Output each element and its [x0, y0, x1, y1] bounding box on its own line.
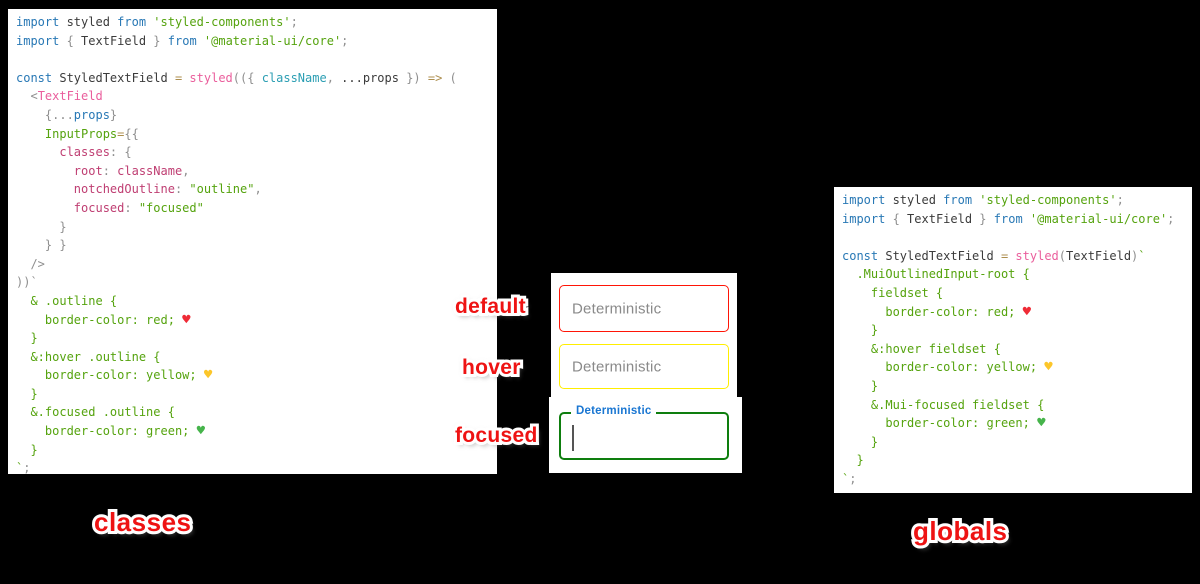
code-line: ))` — [16, 275, 38, 290]
code-line: InputProps={{ — [16, 126, 139, 141]
textfield-default[interactable]: Deterministic — [559, 285, 729, 332]
caption-globals: globals — [913, 516, 1008, 547]
textfield-hover[interactable]: Deterministic — [559, 344, 729, 389]
code-line: border-color: green; ♥ — [842, 415, 1046, 432]
caption-classes: classes — [94, 507, 192, 538]
code-line: } — [842, 378, 879, 393]
code-line: classes: { — [16, 145, 132, 160]
code-line — [16, 50, 497, 69]
code-line: & .outline { — [16, 293, 118, 308]
code-line: import { TextField } from '@material-ui/… — [16, 33, 349, 48]
code-line: const StyledTextField = styled(TextField… — [842, 248, 1146, 263]
code-block-classes: import styled from 'styled-components'; i… — [8, 9, 497, 474]
code-line: } — [842, 453, 864, 468]
code-line — [842, 228, 1192, 247]
code-panel-classes: import styled from 'styled-components'; i… — [8, 9, 497, 474]
code-line: focused: "focused" — [16, 200, 204, 215]
code-block-globals: import styled from 'styled-components'; i… — [834, 187, 1192, 489]
code-line: } } — [16, 238, 67, 253]
code-line: &:hover .outline { — [16, 349, 161, 364]
code-line: } — [16, 331, 38, 346]
code-line: &:hover fieldset { — [842, 341, 1001, 356]
code-line: root: className, — [16, 163, 190, 178]
code-line: } — [16, 219, 67, 234]
code-line: &.Mui-focused fieldset { — [842, 397, 1045, 412]
annotation-default: default — [455, 295, 526, 319]
textfield-hover-label: Deterministic — [572, 358, 662, 375]
textfield-default-label: Deterministic — [572, 300, 662, 317]
code-line: `; — [842, 471, 857, 486]
code-line: border-color: red; ♥ — [842, 303, 1032, 320]
code-line: import styled from 'styled-components'; — [16, 15, 298, 29]
text-cursor — [572, 425, 574, 451]
code-line: } — [842, 434, 879, 449]
code-line: import styled from 'styled-components'; — [842, 193, 1124, 207]
code-line: import { TextField } from '@material-ui/… — [842, 211, 1175, 226]
code-line: const StyledTextField = styled(({ classN… — [16, 70, 457, 85]
code-line: notchedOutline: "outline", — [16, 182, 262, 197]
textfield-focused[interactable]: Deterministic — [559, 405, 729, 460]
code-line: /> — [16, 256, 45, 271]
code-line: `; — [16, 461, 31, 474]
code-line: {...props} — [16, 107, 118, 122]
code-line: } — [842, 323, 879, 338]
textfield-focused-floating-label: Deterministic — [571, 405, 657, 417]
code-line: &.focused .outline { — [16, 405, 175, 420]
code-line: border-color: red; ♥ — [16, 311, 191, 328]
code-line: fieldset { — [842, 285, 944, 300]
code-line: border-color: yellow; ♥ — [842, 359, 1053, 376]
code-line: .MuiOutlinedInput-root { — [842, 267, 1030, 282]
code-panel-globals: import styled from 'styled-components'; i… — [834, 187, 1192, 493]
code-line: border-color: yellow; ♥ — [16, 367, 213, 384]
annotation-focused: focused — [455, 424, 538, 448]
code-line: } — [16, 442, 38, 457]
code-line: <TextField — [16, 89, 103, 104]
annotation-hover: hover — [462, 356, 521, 380]
code-line: } — [16, 386, 38, 401]
code-line: border-color: green; ♥ — [16, 423, 206, 440]
